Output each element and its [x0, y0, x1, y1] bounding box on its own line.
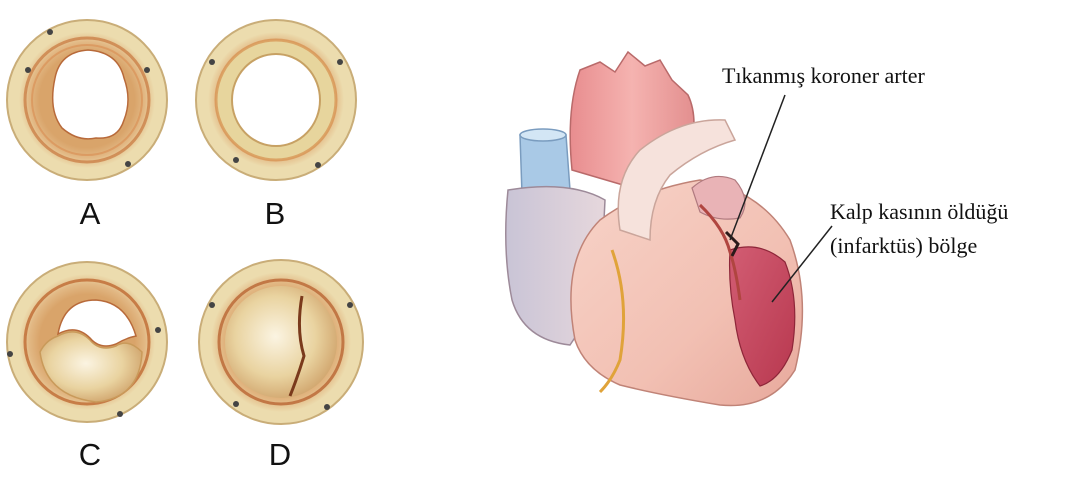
artery-section-d [199, 260, 363, 424]
panel-label-b: B [245, 196, 305, 232]
panel-label-d: D [250, 437, 310, 473]
artery-section-b [196, 20, 356, 180]
heart-illustration [506, 52, 803, 406]
infarct-label-line2: (infarktüs) bölge [830, 230, 977, 262]
blocked-artery-label: Tıkanmış koroner arter [722, 60, 925, 92]
panel-label-a: A [60, 196, 120, 232]
artery-section-a [7, 20, 167, 180]
artery-section-c [7, 262, 167, 422]
infarct-label-line1: Kalp kasının öldüğü [830, 196, 1008, 228]
panel-label-c: C [60, 437, 120, 473]
